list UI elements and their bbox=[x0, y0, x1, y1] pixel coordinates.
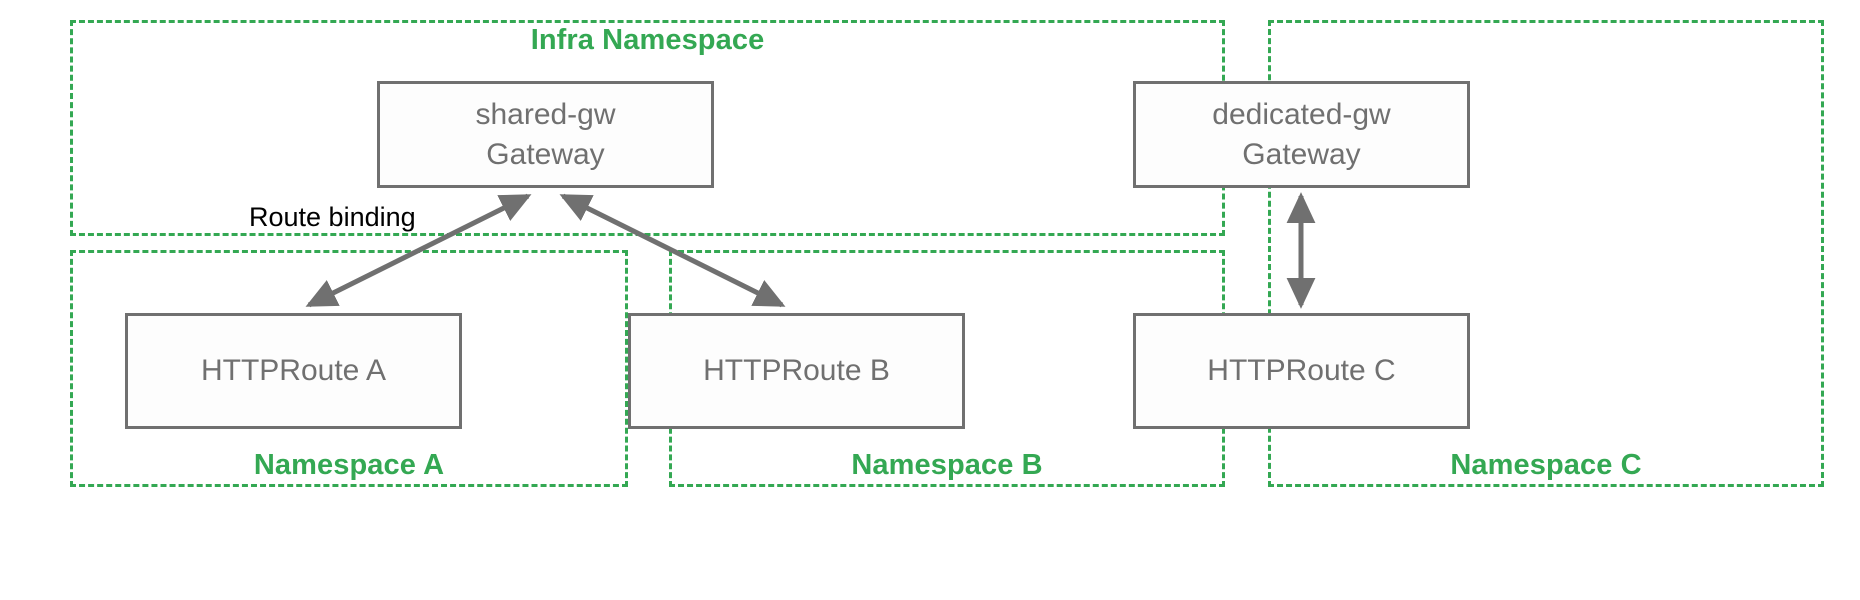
edge-label-route-binding: Route binding bbox=[249, 202, 416, 232]
node-shared-gw-kind: Gateway bbox=[486, 137, 605, 171]
namespace-label-c: Namespace C bbox=[1450, 449, 1642, 481]
node-httproute-c-name: HTTPRoute C bbox=[1207, 354, 1396, 388]
node-httproute-c: HTTPRoute C bbox=[1133, 313, 1470, 429]
namespace-label-a: Namespace A bbox=[253, 449, 445, 481]
node-httproute-b: HTTPRoute B bbox=[628, 313, 965, 429]
node-httproute-a-name: HTTPRoute A bbox=[200, 354, 387, 388]
node-dedicated-gw-kind: Gateway bbox=[1242, 137, 1361, 171]
namespace-label-b: Namespace B bbox=[851, 449, 1043, 481]
namespace-boundary-c bbox=[1268, 20, 1824, 487]
node-httproute-b-name: HTTPRoute B bbox=[703, 354, 890, 388]
node-httproute-a: HTTPRoute A bbox=[125, 313, 462, 429]
namespace-label-infra: Infra Namespace bbox=[530, 24, 765, 56]
node-shared-gw-name: shared-gw bbox=[475, 98, 616, 132]
node-shared-gw-gateway: shared-gw Gateway bbox=[377, 81, 714, 188]
node-dedicated-gw-name: dedicated-gw bbox=[1212, 98, 1391, 132]
node-dedicated-gw-gateway: dedicated-gw Gateway bbox=[1133, 81, 1470, 188]
